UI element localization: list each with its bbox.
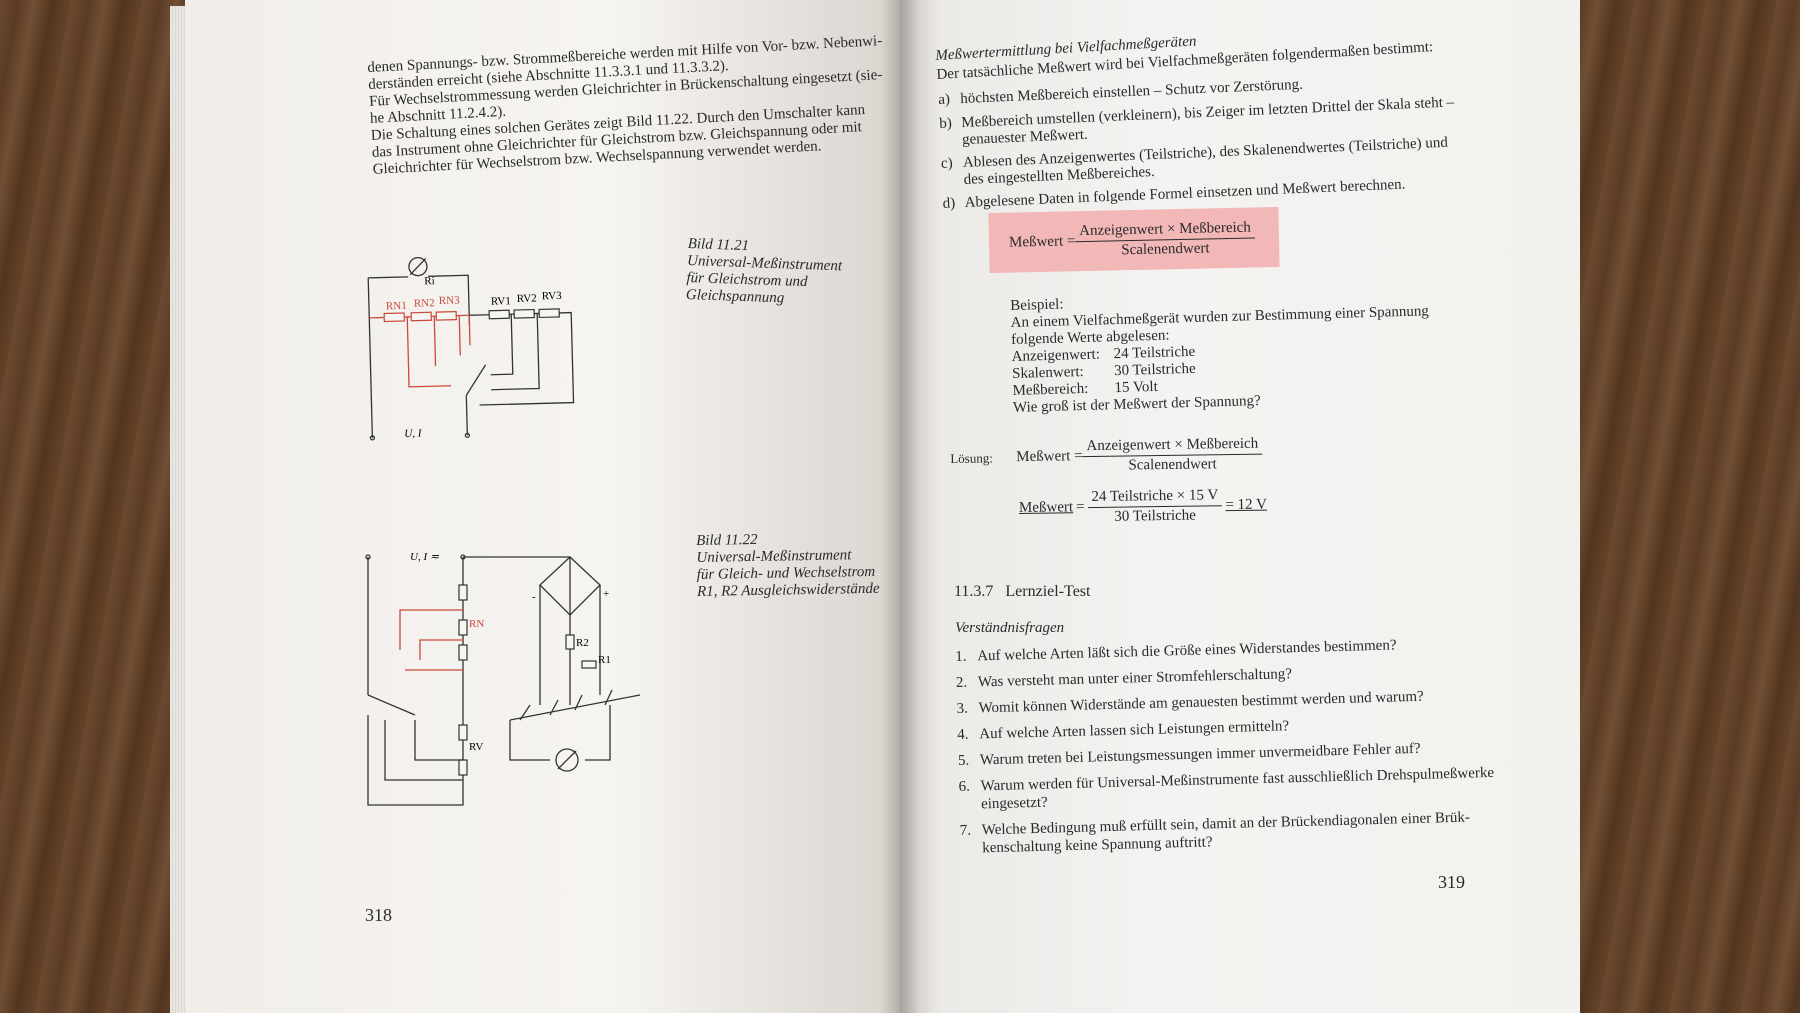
formula-numerator: Anzeigenwert × Meßbereich: [1074, 218, 1256, 242]
step-a: a) höchsten Meßbereich einstellen – Schu…: [938, 76, 1304, 108]
label-rn1: RN1: [386, 300, 407, 313]
solution-label: Lösung:: [950, 449, 993, 466]
label-plus: +: [603, 588, 609, 600]
book-gutter: [880, 0, 920, 1013]
label-rv1: RV1: [491, 295, 511, 308]
figure-11-22-caption: Bild 11.22 Universal-Meßinstrument für G…: [696, 530, 880, 601]
left-page-number: 318: [365, 905, 392, 925]
section-heading-lernziel: 11.3.7 Lernziel-Test: [954, 583, 1091, 600]
label-r1: R1: [598, 654, 611, 666]
formula-highlight: Meßwert = Anzeigenwert × Meßbereich Scal…: [988, 206, 1280, 274]
label-ui: U, I: [404, 428, 423, 440]
label-rv2: RV2: [517, 293, 537, 306]
label-rn: RN: [469, 618, 484, 630]
label-ri: Ri: [424, 275, 435, 287]
left-page: [185, 0, 900, 1013]
solution-line-1: Lösung: Meßwert = Anzeigenwert × Meßbere…: [950, 435, 1266, 477]
solution-line-2: Meßwert = 24 Teilstriche × 15 V 30 Teils…: [1018, 487, 1268, 526]
solution-lhs: Meßwert =: [1016, 448, 1083, 466]
caption-line: R1, R2 Ausgleichswiderstände: [696, 580, 880, 600]
step-d: d) Abgelesene Daten in folgende Formel e…: [942, 176, 1406, 212]
label-rv: RV: [469, 741, 483, 753]
solution-fraction-2: 24 Teilstriche × 15 V 30 Teilstriche: [1087, 487, 1223, 526]
label-ui-ac: U, I ≂: [410, 551, 440, 563]
label-rn2: RN2: [414, 297, 435, 310]
label-rn3: RN3: [439, 295, 461, 308]
solution-fraction-1: Anzeigenwert × Meßbereich Scalenendwert: [1082, 435, 1263, 476]
figure-11-21-caption: Bild 11.21 Universal-Meßinstrument für G…: [686, 236, 843, 309]
figure-11-22-circuit: U, I ≂ RN - + R2 R1 RV: [365, 551, 641, 806]
formula-lhs: Meßwert =: [1008, 232, 1076, 251]
solution-block: Lösung: Meßwert = Anzeigenwert × Meßbere…: [950, 435, 1268, 528]
formula-fraction: Anzeigenwert × Meßbereich Scalenendwert: [1074, 218, 1256, 260]
example-block: Beispiel: An einem Vielfachmeßgerät wurd…: [1010, 286, 1431, 417]
label-minus: -: [532, 591, 536, 603]
right-page: [900, 0, 1580, 1013]
solution-result: = 12 V: [1225, 496, 1268, 514]
right-page-number: 319: [1438, 872, 1465, 892]
label-rv3: RV3: [542, 290, 563, 303]
figure-11-21-circuit: Ri RN1 RN2 RN3 RV1 RV2 RV3 U, I: [367, 256, 575, 441]
solution-lhs-2: Meßwert: [1018, 499, 1074, 517]
label-r2: R2: [576, 637, 589, 649]
formula-denominator: Scalenendwert: [1121, 239, 1210, 258]
subsection-title: Verständnisfragen: [955, 620, 1065, 636]
